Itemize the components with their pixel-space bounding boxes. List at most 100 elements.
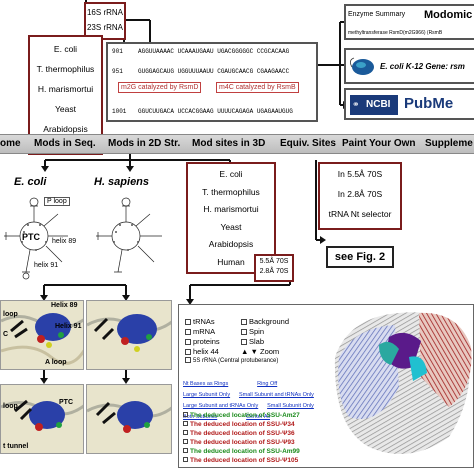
checkbox-helix44[interactable]: helix 44	[185, 347, 219, 356]
ribosome-hsapiens-top-image	[87, 301, 171, 369]
gene-panel[interactable]: E. coli K-12 Gene: rsm	[344, 48, 474, 84]
checkbox-spin[interactable]: Spin	[241, 327, 264, 336]
checkbox-background-label: Background	[249, 317, 290, 326]
zoom-control[interactable]: ▲ ▼ Zoom	[241, 347, 279, 356]
hsapiens-secondary-structure-drawing	[96, 197, 162, 273]
trna-nt-selector[interactable]: tRNA Nt selector	[328, 209, 392, 219]
link-large-subunit-only[interactable]: Large Subunit Only	[183, 392, 231, 398]
bacterium-icon	[350, 57, 374, 75]
link-nt-bases-rings[interactable]: Nt Bases as Rings	[183, 381, 229, 387]
link-small-subunit-trnas[interactable]: Small Subunit and tRNAs Only	[238, 392, 314, 398]
sequence-alignment-panel: 901 AGGUUAAAAC UCAAAUGAAU UGACGGGGGC CCG…	[106, 42, 318, 122]
nav-item-home[interactable]: ome	[0, 138, 21, 149]
ssu-location-link[interactable]: The deduced location of SSU-Ψ105	[183, 456, 300, 465]
ribosome-3d-view[interactable]	[329, 297, 474, 467]
database-links-panel: ⚭ NCBI PubMe	[344, 88, 474, 120]
ssu-location-link[interactable]: The deduced location of SSU-Ψ34	[183, 420, 300, 429]
checkbox-background[interactable]: Background	[241, 317, 289, 326]
structure-option-55a-70s[interactable]: In 5.5Å 70S	[337, 169, 383, 179]
modification-label-rsmb[interactable]: m4C catalyzed by RsmB	[216, 82, 299, 93]
ssu-checkbox-icon	[183, 421, 188, 426]
checkbox-helix44-label: helix 44	[193, 347, 219, 356]
checkbox-proteins[interactable]: proteins	[185, 337, 220, 346]
organism-option[interactable]: E. coli	[53, 44, 78, 54]
link-both-subunits[interactable]: Both Subunits	[183, 414, 218, 420]
ssu-checkbox-icon	[183, 448, 188, 453]
organism-option[interactable]: H. marismortui	[203, 204, 259, 214]
nav-bar: ome Mods in Seq. Mods in 2D Str. Mod sit…	[0, 134, 474, 154]
ribosome-closeup-ecoli-bottom[interactable]: loop PTC t tunnel	[0, 384, 84, 454]
alignment-row-number: 1001	[112, 108, 127, 115]
checkbox-spin-label: Spin	[249, 327, 265, 336]
ssu-location-link[interactable]: The deduced location of SSU-Am99	[183, 447, 300, 456]
structure-option-28[interactable]: 2.8Å 70S	[259, 268, 289, 275]
checkbox-mrna[interactable]: mRNA	[185, 327, 215, 336]
ribosome-hsapiens-bottom-image	[87, 385, 171, 453]
checkbox-slab[interactable]: Slab	[241, 337, 264, 346]
alignment-row-number: 951	[112, 68, 123, 75]
nav-item-supplement[interactable]: Suppleme	[425, 138, 473, 149]
ribosome-closeup-ecoli-top[interactable]: Helix 89 loop Helix 91 C A loop	[0, 300, 84, 370]
organism-option[interactable]: T. thermophilus	[36, 64, 95, 74]
checkbox-mrna-label: mRNA	[193, 327, 216, 336]
ncbi-label: NCBI	[366, 99, 391, 110]
link-ring-off[interactable]: Ring Off	[257, 381, 278, 387]
link-small-subunit-only[interactable]: Small Subunit Only	[267, 403, 314, 409]
modomics-logo: Modomic	[424, 9, 473, 21]
modomics-panel: Enzyme Summary Modomic methyltransferase…	[344, 4, 474, 40]
alignment-row-sequence: GGUCUUGACA UCCACGGAAG UUUUCAGAGA UGAGAAU…	[138, 108, 293, 115]
pubmed-link[interactable]: PubMe	[404, 95, 454, 112]
checkbox-5s-rrna[interactable]: 5S rRNA (Central protuberance)	[185, 357, 278, 364]
view-links: Nt Bases as Rings Ring Off Large Subunit…	[183, 377, 314, 421]
ssu-location-link[interactable]: The deduced location of SSU-Am27	[183, 411, 300, 420]
hsapiens-title: H. sapiens	[94, 176, 150, 188]
alignment-row-sequence: AGGUUAAAAC UCAAAUGAAU UGACGGGGGC CCGCACA…	[138, 48, 290, 55]
rrna-option-23s[interactable]: 23S rRNA	[86, 23, 123, 32]
a-loop-3d-label: A loop	[45, 359, 67, 366]
structure-option-28a-70s[interactable]: In 2.8Å 70S	[337, 189, 383, 199]
alignment-row-number: 901	[112, 48, 123, 55]
ssu-location-link[interactable]: The deduced location of SSU-Ψ93	[183, 438, 300, 447]
organism-option[interactable]: Arabidopsis	[208, 239, 254, 249]
ribosome-closeup-hsapiens-bottom[interactable]	[86, 384, 172, 454]
link-large-subunit-trnas[interactable]: Large Subunit and tRNAs Only	[183, 403, 259, 409]
organism-option[interactable]: E. coli	[219, 169, 243, 179]
nav-item-equiv-sites[interactable]: Equiv. Sites	[280, 138, 336, 149]
nav-item-paint-your-own[interactable]: Paint Your Own	[342, 138, 416, 149]
gene-line: E. coli K-12 Gene: rsm	[380, 62, 465, 71]
enzyme-line: methyltransferase RsmD(m2G966) (RsmB	[348, 30, 443, 36]
rrna-selector: 16S rRNA 23S rRNA	[84, 2, 126, 40]
ptc-label: PTC	[22, 232, 40, 242]
ecoli-secondary-structure-drawing	[4, 197, 68, 280]
nav-item-mods-in-seq[interactable]: Mods in Seq.	[34, 138, 96, 149]
hsapiens-2d-structure[interactable]	[86, 192, 172, 282]
ribosome-closeup-hsapiens-top[interactable]	[86, 300, 172, 370]
ribosome-ecoli-bottom-image	[1, 385, 83, 453]
nav-item-mods-in-2d[interactable]: Mods in 2D Str.	[108, 138, 181, 149]
modification-label-rsmd[interactable]: m2G catalyzed by RsmD	[118, 82, 202, 93]
ncbi-link[interactable]: ⚭ NCBI	[350, 95, 398, 115]
organism-option[interactable]: Arabidopsis	[43, 124, 88, 134]
organism-option[interactable]: H. marismortui	[37, 84, 94, 94]
ecoli-title: E. coli	[14, 176, 47, 188]
organism-option[interactable]: T. thermophilus	[202, 186, 260, 197]
rrna-option-16s[interactable]: 16S rRNA	[86, 8, 123, 17]
organism-option[interactable]: Human	[217, 256, 245, 267]
checkbox-proteins-label: proteins	[193, 337, 220, 346]
ssu-location-link[interactable]: The deduced location of SSU-Ψ36	[183, 429, 300, 438]
tunnel-3d-label: t tunnel	[3, 443, 29, 450]
organism-option[interactable]: Yeast	[55, 104, 76, 114]
helix-89-3d-label: Helix 89	[51, 302, 78, 309]
checkbox-trnas[interactable]: tRNAs	[185, 317, 215, 326]
organism-option[interactable]: Yeast	[220, 221, 242, 232]
ecoli-2d-structure[interactable]: P loop PTC helix 89 helix 91	[0, 192, 80, 282]
ncbi-logo-icon: ⚭	[352, 99, 360, 109]
loop-3d-label-bottom: loop	[3, 403, 18, 410]
structure-option-55[interactable]: 5.5Å 70S	[259, 258, 289, 265]
alignment-row-sequence: GUGGAGCAUG UGGUUUAAUU CGAUGCAACG CGAAGAA…	[138, 68, 290, 75]
ssu-checkbox-icon	[183, 412, 188, 417]
nav-item-mod-sites-3d[interactable]: Mod sites in 3D	[192, 138, 266, 149]
ssu-checkbox-icon	[183, 457, 188, 462]
link-center-all[interactable]: Center All	[246, 414, 270, 420]
